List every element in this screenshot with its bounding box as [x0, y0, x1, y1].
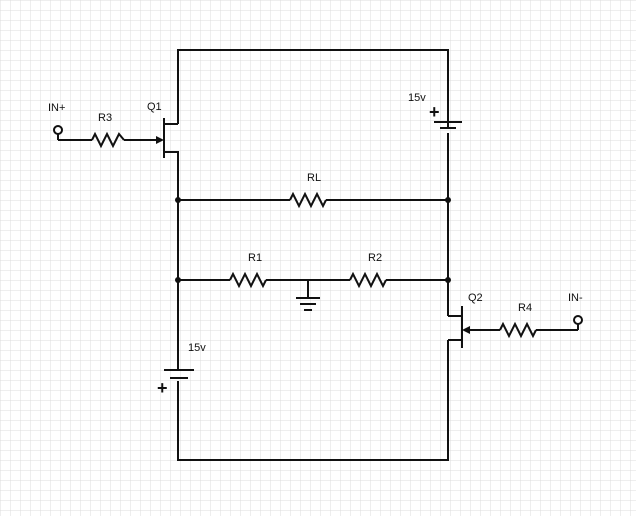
battery-top-voltage-label: 15v — [408, 92, 426, 104]
rl-label: RL — [307, 172, 321, 184]
q2-label: Q2 — [468, 292, 483, 304]
resistor-r4: R4 IN- — [499, 292, 583, 339]
q1-label: Q1 — [147, 101, 162, 113]
r1-label: R1 — [248, 252, 262, 264]
resistor-r3: IN+ R3 — [48, 102, 158, 149]
in-minus-terminal — [573, 315, 583, 325]
battery-bottom-plus-sign: + — [157, 378, 168, 398]
in-minus-label: IN- — [568, 292, 583, 304]
battery-bottom-voltage-label: 15v — [188, 342, 206, 354]
in-plus-label: IN+ — [48, 102, 65, 114]
in-plus-terminal — [53, 125, 63, 135]
battery-bottom: 15v + — [157, 342, 206, 398]
battery-top: 15v + — [408, 92, 462, 129]
ground-symbol — [296, 280, 320, 311]
r2-label: R2 — [368, 252, 382, 264]
resistor-rl: RL — [175, 172, 451, 209]
r3-label: R3 — [98, 112, 112, 124]
transistor-q2: Q2 — [447, 292, 500, 350]
r4-label: R4 — [518, 302, 532, 314]
battery-top-plus-sign: + — [429, 102, 440, 122]
outer-loop-wires — [177, 49, 449, 461]
